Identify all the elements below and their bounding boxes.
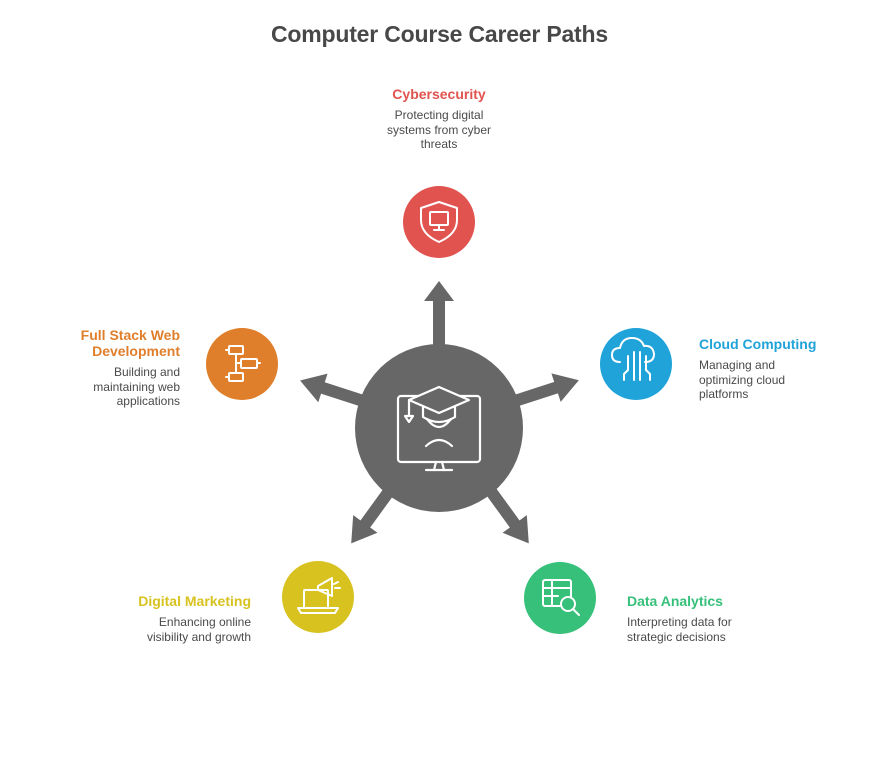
node-analytics [524,562,596,634]
label-analytics: Data Analytics Interpreting data for str… [627,593,767,644]
node-cybersecurity [403,186,475,258]
desc-marketing: Enhancing online visibility and growth [146,615,251,644]
arrow-to-cloud [508,373,579,409]
laptop-megaphone-icon [297,577,341,614]
label-fullstack: Full Stack Web Development Building and … [40,327,180,409]
heading-analytics: Data Analytics [627,593,723,609]
node-fullstack [206,328,278,400]
node-cloud [600,328,672,400]
desc-cloud: Managing and optimizing cloud platforms [699,358,786,401]
arrow-to-cybersecurity [424,281,454,348]
diagram-title: Computer Course Career Paths [271,21,608,47]
arrow-to-fullstack [300,373,370,409]
heading-fullstack: Full Stack Web Development [80,327,180,359]
heading-cloud: Cloud Computing [699,336,817,352]
cloud-network-icon [611,337,655,381]
shield-monitor-icon [420,201,458,243]
spreadsheet-search-icon [542,579,580,616]
label-cybersecurity: Cybersecurity Protecting digital systems… [369,86,509,152]
code-blocks-icon [225,345,261,382]
heading-cybersecurity: Cybersecurity [392,86,486,102]
desc-fullstack: Building and maintaining web application… [93,365,180,408]
desc-analytics: Interpreting data for strategic decision… [627,615,732,644]
center-hub [355,344,523,512]
node-marketing [282,561,354,633]
heading-marketing: Digital Marketing [138,593,251,609]
graduate-monitor-icon [396,385,482,472]
desc-cybersecurity: Protecting digital systems from cyber th… [386,108,491,151]
label-cloud: Cloud Computing Managing and optimizing … [699,336,839,402]
label-marketing: Digital Marketing Enhancing online visib… [111,593,251,644]
